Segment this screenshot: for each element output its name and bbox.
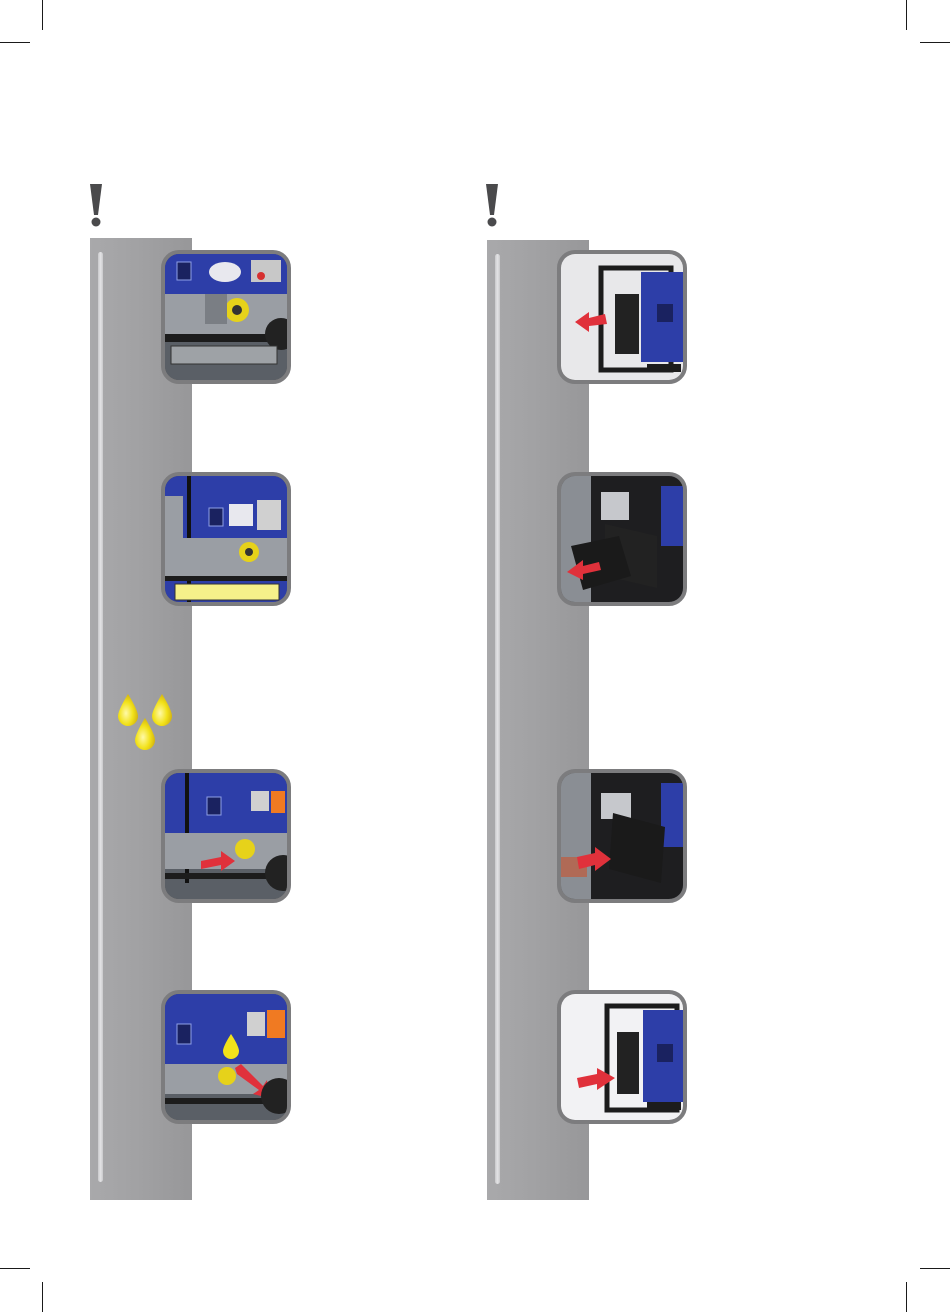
- step-image-filter-sponge-out: [557, 472, 687, 606]
- step-image-oil-cap-highlight: [161, 472, 291, 606]
- crop-mark: [42, 1282, 43, 1312]
- oil-drops-icon: [114, 692, 176, 754]
- crop-mark: [42, 0, 43, 30]
- step-image-oil-cap-removal: [161, 769, 291, 903]
- step-image-air-filter-cover-off: [557, 250, 687, 384]
- crop-mark: [920, 42, 950, 43]
- crop-mark: [906, 0, 907, 30]
- exclamation-icon: [86, 182, 106, 228]
- crop-mark: [920, 1268, 950, 1269]
- step-image-air-filter-cover-on: [557, 990, 687, 1124]
- step-image-oil-filling: [161, 990, 291, 1124]
- exclamation-icon: [482, 182, 502, 228]
- crop-mark: [906, 1282, 907, 1312]
- step-image-oil-cap-area: [161, 250, 291, 384]
- crop-mark: [0, 1268, 30, 1269]
- crop-mark: [0, 42, 30, 43]
- step-image-filter-sponge-in: [557, 769, 687, 903]
